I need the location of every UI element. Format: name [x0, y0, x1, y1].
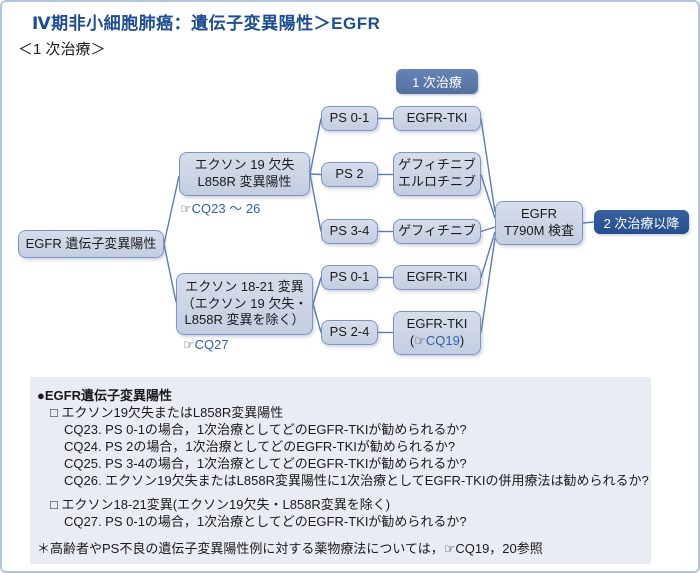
notes-group2-label: □ エクソン18-21変異(エクソン19欠失・L858R変異を除く)	[50, 497, 391, 512]
cq27-reference[interactable]: ☞CQ27	[183, 337, 229, 353]
node-exon1821-line1: エクソン 18-21 変異	[185, 278, 304, 294]
node-exon19-line1: エクソン 19 欠失	[194, 157, 295, 173]
cq19-reference[interactable]: CQ19	[425, 333, 460, 348]
node-gefitinib-erlotinib: ゲフィチニブ エルロチニブ	[393, 152, 481, 196]
page-title: Ⅳ期非小細胞肺癌：遺伝子変異陽性＞EGFR	[32, 14, 381, 33]
node-ps-2: PS 2	[321, 162, 378, 187]
notes-footnote: ＊高齢者やPS不良の遺伝子変異陽性例に対する薬物療法については，☞CQ19，20…	[37, 541, 543, 556]
pointing-hand-icon: ☞	[414, 333, 426, 348]
t790m-line1: EGFR	[520, 206, 558, 222]
notes-cq24: CQ24. PS 2の場合，1次治療としてどのEGFR-TKIが勧められるか?	[64, 439, 456, 454]
pointing-hand-icon: ☞	[180, 201, 192, 216]
phase2-badge: 2 次治療以降	[594, 210, 689, 234]
cq27-label: CQ27	[194, 337, 229, 352]
node-ps-3-4: PS 3-4	[321, 219, 378, 244]
node-exon1821-line3: L858R 変異を除く）	[184, 312, 305, 328]
cq23-26-reference[interactable]: ☞CQ23 ～ 26	[180, 198, 260, 217]
node-ps-2-4: PS 2-4	[321, 320, 378, 345]
notes-group1-label: □ エクソン19欠失またはL858R変異陽性	[50, 405, 284, 420]
node-egfr-tki-lower: EGFR-TKI	[393, 265, 481, 290]
notes-cq27: CQ27. PS 0-1の場合，1次治療としてどのEGFR-TKIが勧められるか…	[64, 514, 467, 529]
node-egfr-tki-upper: EGFR-TKI	[393, 106, 481, 131]
node-exon18-21-mutation: エクソン 18-21 変異 （エクソン 19 欠失・ L858R 変異を除く）	[176, 273, 313, 335]
paren-open: (	[409, 333, 415, 348]
phase1-badge: 1 次治療	[396, 69, 478, 94]
notes-heading: ●EGFR遺伝子変異陽性	[37, 388, 172, 403]
node-exon1821-line2: （エクソン 19 欠失・	[181, 295, 308, 311]
t790m-line2: T790M 検査	[503, 223, 575, 238]
notes-cq25: CQ25. PS 3-4の場合，1次治療としてどのEGFR-TKIが勧められるか…	[64, 456, 467, 471]
node-gefitinib: ゲフィチニブ	[393, 219, 481, 244]
cq23-26-label: CQ23 ～ 26	[191, 201, 261, 216]
pointing-hand-icon: ☞	[183, 337, 195, 352]
egfr-tki-cq19-line2: (☞CQ19)	[410, 333, 464, 350]
erlotinib-label: エルロチニブ	[397, 174, 476, 189]
node-ps-0-1-upper: PS 0-1	[321, 106, 378, 131]
section-subtitle: ＜1 次治療＞	[18, 41, 106, 58]
node-exon19-line2: L858R 変異陽性	[197, 174, 292, 189]
node-exon19-deletion: エクソン 19 欠失 L858R 変異陽性	[179, 152, 310, 196]
node-egfr-t790m-test: EGFR T790M 検査	[495, 201, 583, 245]
paren-close: )	[459, 333, 465, 348]
node-egfr-tki-cq19: EGFR-TKI (☞CQ19)	[393, 311, 481, 355]
node-ps-0-1-lower: PS 0-1	[321, 265, 378, 290]
cq-notes-panel: ●EGFR遺伝子変異陽性 □ エクソン19欠失またはL858R変異陽性 CQ23…	[30, 377, 651, 564]
egfr-tki-cq19-line1: EGFR-TKI	[406, 316, 468, 332]
node-egfr-mutation-positive: EGFR 遺伝子変異陽性	[18, 230, 164, 258]
notes-cq23: CQ23. PS 0-1の場合，1次治療としてどのEGFR-TKIが勧められるか…	[64, 422, 467, 437]
notes-cq26: CQ26. エクソン19欠失またはL858R変異陽性に1次治療としてEGFR-T…	[64, 473, 649, 488]
gefitinib-label: ゲフィチニブ	[398, 157, 476, 173]
